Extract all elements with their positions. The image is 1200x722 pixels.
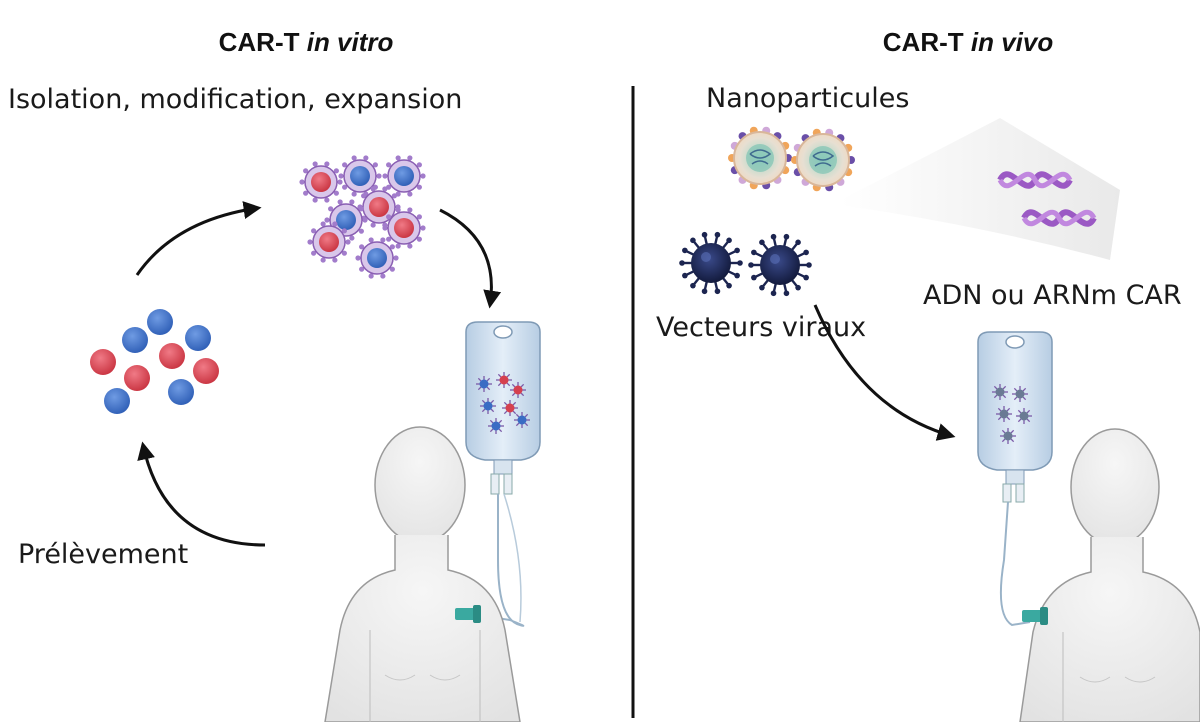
step-label-isolation: Isolation, modification, expansion: [8, 84, 462, 115]
car-t-cell-icon: [324, 199, 368, 241]
cell-icon: [124, 365, 150, 391]
infusion-tube: [477, 494, 525, 627]
cell-icon: [193, 358, 219, 384]
car-t-cell-icon: [355, 237, 399, 279]
viral-vectors-label: Vecteurs viraux: [656, 312, 866, 343]
catheter-icon: [455, 605, 481, 623]
infusion-bag-icon: [465, 321, 541, 495]
dna-icon: [1021, 209, 1097, 227]
nanoparticle-icon: [791, 128, 855, 192]
cell-cluster: [90, 309, 219, 414]
infusion-tube: [999, 501, 1031, 627]
virus-icon: [748, 233, 812, 297]
step-label-prelevement: Prélèvement: [18, 539, 188, 570]
cell-icon: [122, 327, 148, 353]
virus-icon: [679, 231, 743, 295]
cell-icon: [90, 349, 116, 375]
cell-icon: [159, 343, 185, 369]
car-t-cell-icon: [299, 161, 343, 203]
cell-icon: [185, 325, 211, 351]
arrow-icon: [135, 201, 262, 276]
car-t-cell-icon: [307, 221, 351, 263]
arrow-icon: [439, 208, 502, 309]
car-t-cell-icon: [382, 155, 426, 197]
cell-icon: [104, 388, 130, 414]
arrow-icon: [137, 441, 266, 547]
cell-icon: [147, 309, 173, 335]
left-panel-title: CAR-T in vitro: [219, 27, 394, 57]
infusion-bag-icon: [977, 331, 1053, 503]
right-panel-title: CAR-T in vivo: [883, 27, 1054, 57]
nanoparticles-label: Nanoparticules: [706, 83, 909, 114]
car-t-cell-icon: [338, 155, 382, 197]
infusion-tube: [503, 493, 522, 623]
catheter-icon: [1022, 607, 1048, 625]
release-cone: [840, 118, 1120, 260]
dna-icon: [997, 171, 1073, 189]
arrow-icon: [813, 304, 956, 441]
cargo-label: ADN ou ARNm CAR: [923, 280, 1182, 311]
patient-icon: [324, 426, 521, 722]
car-t-cell-icon: [382, 207, 426, 249]
patient-icon: [1019, 428, 1200, 722]
cell-icon: [168, 379, 194, 405]
car-t-cluster: [299, 155, 426, 279]
nanoparticle-icon: [728, 126, 792, 190]
